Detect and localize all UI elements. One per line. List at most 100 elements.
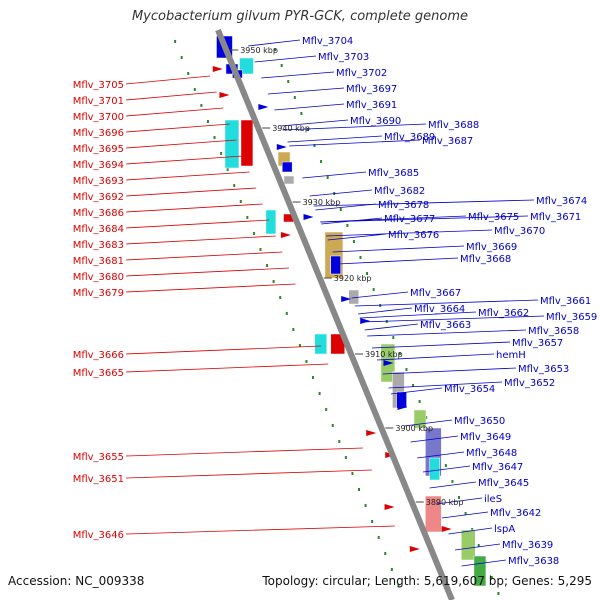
- spacer-dot: [339, 208, 342, 211]
- spacer-dot: [477, 544, 480, 547]
- spacer-dot: [351, 472, 354, 475]
- gene-label-reverse[interactable]: Mflv_3684: [73, 224, 124, 235]
- gene-label-forward[interactable]: Mflv_3690: [350, 116, 401, 127]
- gene-label-forward[interactable]: Mflv_3676: [388, 230, 439, 241]
- gene-label-forward[interactable]: Mflv_3639: [502, 540, 553, 551]
- gene-connector: [125, 251, 283, 261]
- gene-label-forward[interactable]: Mflv_3647: [472, 462, 523, 473]
- gene-connector: [429, 481, 477, 489]
- gene-block: [461, 529, 476, 561]
- kbp-tick-label: 3890 kbp: [426, 498, 464, 507]
- gene-label-forward[interactable]: Mflv_3691: [346, 100, 397, 111]
- gene-connector: [125, 203, 263, 213]
- gene-label-reverse[interactable]: Mflv_3694: [73, 160, 124, 171]
- spacer-dot: [364, 504, 367, 507]
- gene-label-reverse[interactable]: Mflv_3700: [73, 112, 124, 123]
- gene-label-forward[interactable]: Mflv_3659: [546, 312, 597, 323]
- gene-connector: [326, 229, 493, 237]
- gene-label-forward[interactable]: Mflv_3650: [454, 416, 505, 427]
- spacer-dot: [305, 360, 308, 363]
- gene-connector: [302, 171, 367, 179]
- gene-label-forward[interactable]: Mflv_3703: [318, 52, 369, 63]
- spacer-dot: [280, 64, 283, 67]
- gene-connector: [390, 387, 443, 395]
- spacer-dot: [300, 112, 303, 115]
- gene-label-forward[interactable]: Mflv_3674: [536, 196, 587, 207]
- gene-label-forward[interactable]: Mflv_3649: [460, 432, 511, 443]
- gene-label-forward[interactable]: Mflv_3704: [302, 36, 353, 47]
- gene-label-reverse[interactable]: Mflv_3666: [73, 350, 124, 361]
- gene-label-forward[interactable]: Mflv_3671: [530, 212, 581, 223]
- gene-label-forward[interactable]: Mflv_3697: [346, 84, 397, 95]
- gene-label-forward[interactable]: Mflv_3648: [466, 448, 517, 459]
- gene-connector: [417, 451, 465, 459]
- gene-label-forward[interactable]: Mflv_3645: [478, 478, 529, 489]
- gene-label-forward[interactable]: Mflv_3664: [414, 304, 465, 315]
- gene-connector: [358, 307, 413, 315]
- gene-label-reverse[interactable]: Mflv_3646: [73, 530, 124, 541]
- gene-label-forward[interactable]: Mflv_3663: [420, 320, 471, 331]
- gene-connector: [422, 465, 471, 473]
- gene-label-reverse[interactable]: Mflv_3655: [73, 452, 124, 463]
- spacer-dot: [390, 568, 393, 571]
- gene-connector: [367, 329, 527, 337]
- gene-arrow: [397, 404, 408, 410]
- gene-label-forward[interactable]: Mflv_3654: [444, 384, 495, 395]
- gene-label-reverse[interactable]: Mflv_3695: [73, 144, 124, 155]
- gene-label-forward[interactable]: Mflv_3702: [336, 68, 387, 79]
- gene-label-forward[interactable]: Mflv_3675: [468, 212, 519, 223]
- gene-label-forward[interactable]: Mflv_3657: [512, 338, 563, 349]
- gene-label-forward[interactable]: Mflv_3677: [384, 214, 435, 225]
- spacer-dot: [193, 88, 196, 91]
- gene-label-reverse[interactable]: Mflv_3692: [73, 192, 124, 203]
- gene-label-forward[interactable]: ileS: [484, 494, 502, 505]
- gene-label-forward[interactable]: Mflv_3667: [410, 288, 461, 299]
- gene-label-reverse[interactable]: Mflv_3705: [73, 80, 124, 91]
- gene-label-reverse[interactable]: Mflv_3681: [73, 256, 124, 267]
- gene-label-forward[interactable]: Mflv_3638: [508, 556, 559, 567]
- gene-label-reverse[interactable]: Mflv_3686: [73, 208, 124, 219]
- spacer-dot: [392, 336, 395, 339]
- gene-label-forward[interactable]: Mflv_3661: [540, 296, 591, 307]
- gene-label-reverse[interactable]: Mflv_3696: [73, 128, 124, 139]
- gene-label-forward[interactable]: Mflv_3682: [374, 186, 425, 197]
- gene-connector: [441, 511, 489, 519]
- gene-block: [240, 119, 254, 167]
- gene-label-reverse[interactable]: Mflv_3693: [73, 176, 124, 187]
- gene-label-forward[interactable]: Mflv_3688: [428, 120, 479, 131]
- gene-label-forward[interactable]: Mflv_3653: [518, 364, 569, 375]
- gene-label-forward[interactable]: Mflv_3662: [478, 308, 529, 319]
- gene-connector: [376, 353, 495, 361]
- gene-arrow: [212, 66, 223, 72]
- gene-label-forward[interactable]: Mflv_3658: [528, 326, 579, 337]
- gene-label-forward[interactable]: Mflv_3685: [368, 168, 419, 179]
- gene-label-forward[interactable]: Mflv_3669: [466, 242, 517, 253]
- gene-label-reverse[interactable]: Mflv_3680: [73, 272, 124, 283]
- gene-label-forward[interactable]: Mflv_3652: [504, 378, 555, 389]
- gene-label-forward[interactable]: hemH: [496, 350, 526, 361]
- spacer-dot: [451, 480, 454, 483]
- spacer-dot: [412, 384, 415, 387]
- spacer-dot: [318, 392, 321, 395]
- gene-label-forward[interactable]: Mflv_3642: [490, 508, 541, 519]
- gene-label-forward[interactable]: Mflv_3687: [422, 136, 473, 147]
- gene-label-forward[interactable]: Mflv_3670: [494, 226, 545, 237]
- gene-block: [425, 495, 442, 533]
- gene-label-forward[interactable]: Mflv_3668: [460, 254, 511, 265]
- gene-block: [224, 119, 240, 169]
- gene-label-forward[interactable]: Mflv_3678: [378, 200, 429, 211]
- gene-connector: [382, 367, 517, 375]
- gene-connector: [274, 103, 345, 111]
- gene-label-forward[interactable]: Mflv_3689: [384, 132, 435, 143]
- gene-connector: [287, 135, 383, 143]
- gene-label-forward[interactable]: lspA: [494, 524, 515, 535]
- gene-label-reverse[interactable]: Mflv_3683: [73, 240, 124, 251]
- gene-label-reverse[interactable]: Mflv_3665: [73, 368, 124, 379]
- gene-label-reverse[interactable]: Mflv_3651: [73, 474, 124, 485]
- gene-label-reverse[interactable]: Mflv_3679: [73, 288, 124, 299]
- kbp-tick-label: 3900 kbp: [395, 424, 433, 433]
- spacer-dot: [306, 128, 309, 131]
- gene-connector: [359, 311, 477, 319]
- gene-connector: [320, 215, 529, 223]
- gene-label-reverse[interactable]: Mflv_3701: [73, 96, 124, 107]
